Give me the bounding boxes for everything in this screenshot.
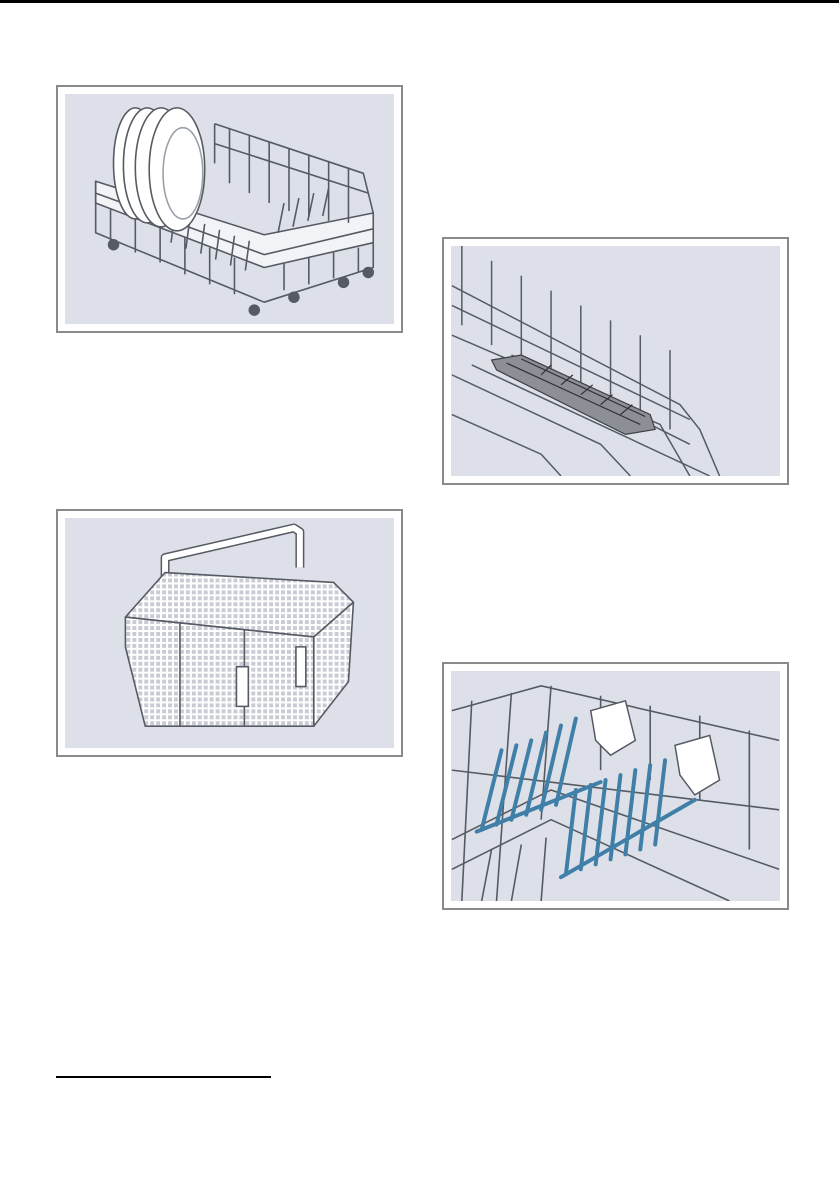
basket-shelf-insert-icon xyxy=(451,246,780,476)
cutlery-basket-icon xyxy=(65,518,394,748)
footnote-rule xyxy=(56,1076,271,1078)
figure-plate-tines xyxy=(442,662,789,910)
folding-tines-icon xyxy=(451,671,780,901)
figure-folding-shelf xyxy=(442,237,789,485)
page-top-rule xyxy=(0,0,839,3)
dish-rack-with-plates-icon xyxy=(65,94,394,324)
figure-lower-basket xyxy=(56,85,403,333)
figure-cutlery-basket xyxy=(56,509,403,757)
